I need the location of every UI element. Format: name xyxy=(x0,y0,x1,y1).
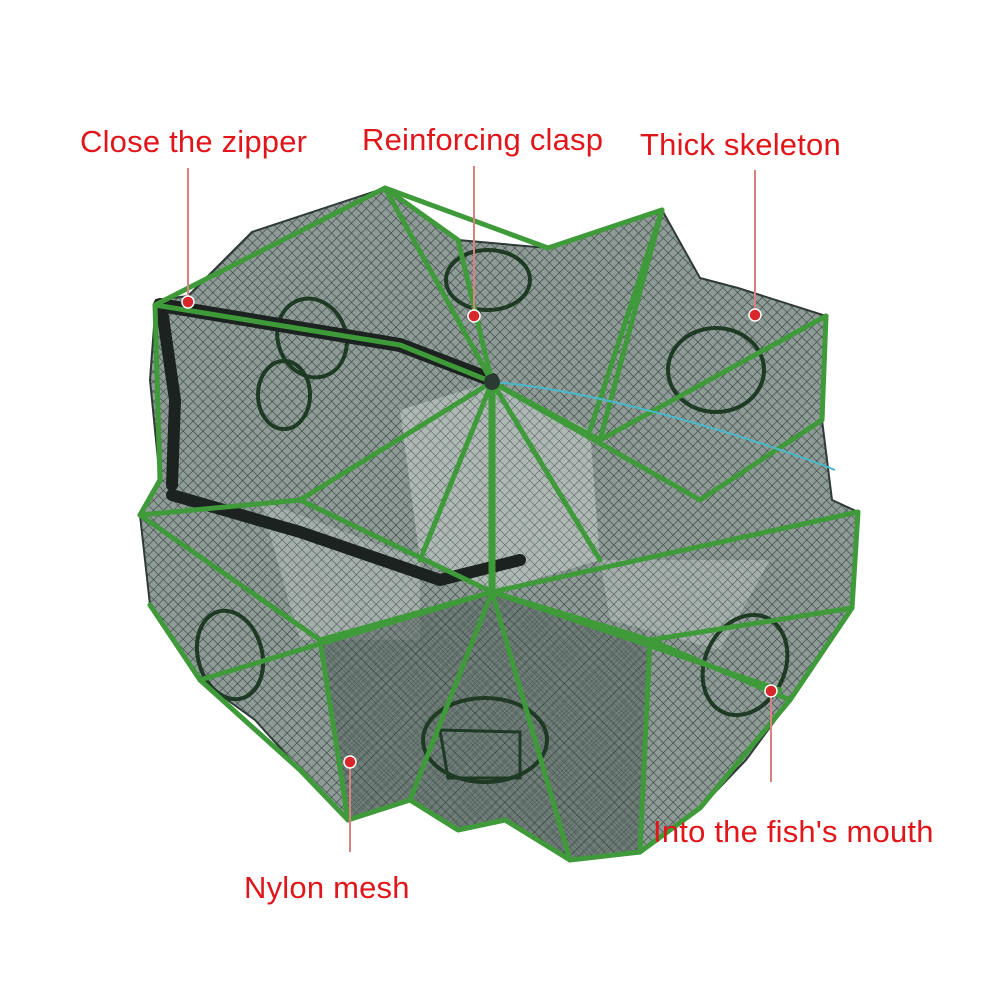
callout-reinforcing-clasp: Reinforcing clasp xyxy=(362,122,604,157)
callout-thick-skeleton: Thick skeleton xyxy=(640,127,841,162)
net-body xyxy=(138,186,860,862)
callout-pointers xyxy=(187,166,772,852)
guide-string xyxy=(491,381,836,471)
callout-into-the-fish-mouth: Into the fish's mouth xyxy=(653,814,934,849)
green-skeleton xyxy=(137,185,861,863)
callout-nylon-mesh: Nylon mesh xyxy=(244,870,410,905)
funnel-openings xyxy=(194,248,790,784)
callout-close-the-zipper: Close the zipper xyxy=(80,124,308,159)
hub-knot xyxy=(484,374,500,390)
callout-dots xyxy=(181,295,778,769)
